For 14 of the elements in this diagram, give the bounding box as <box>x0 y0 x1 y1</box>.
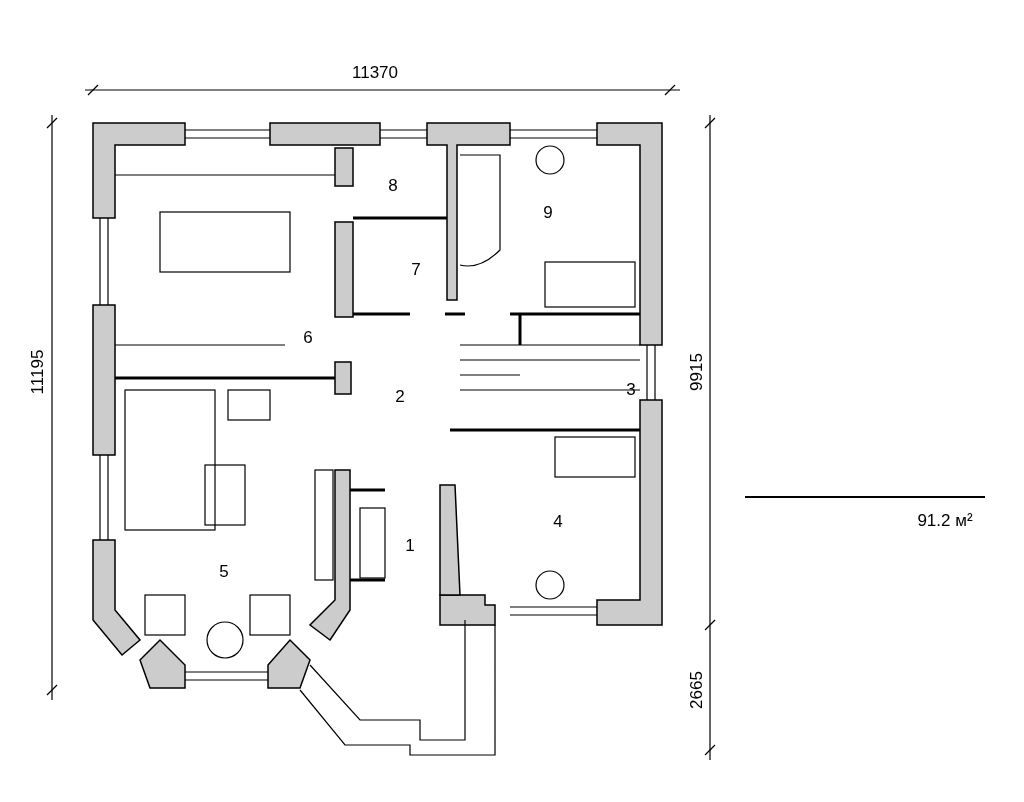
room-number: 5 <box>219 562 229 582</box>
room-number: 8 <box>388 176 398 196</box>
dimension-label: 2665 <box>687 671 707 709</box>
area-label: 91.2 м² <box>917 511 973 531</box>
room-number: 7 <box>411 260 421 280</box>
room-number: 3 <box>626 380 636 400</box>
room-number: 9 <box>543 203 553 223</box>
room-number: 6 <box>303 328 313 348</box>
room-number: 2 <box>395 387 405 407</box>
room-number: 4 <box>553 512 563 532</box>
dimension-label: 11370 <box>352 63 398 83</box>
dimension-label: 9915 <box>687 353 707 391</box>
dimension-label: 11195 <box>28 349 48 395</box>
room-number: 1 <box>405 536 415 556</box>
